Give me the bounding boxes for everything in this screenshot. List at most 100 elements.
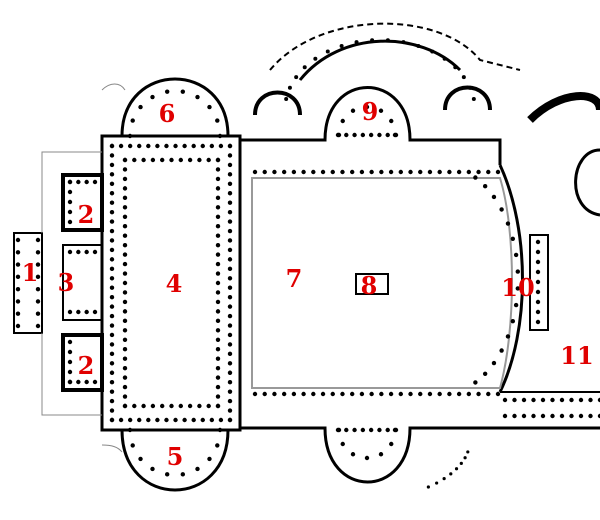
column-dot (227, 370, 233, 375)
column-dot (109, 380, 115, 385)
column-dot (227, 351, 233, 357)
column-dot (122, 384, 128, 390)
column-dot (109, 332, 115, 338)
column-dot (122, 261, 128, 267)
column-dot (67, 309, 73, 315)
column-dot (215, 318, 221, 324)
column-dot (109, 257, 115, 262)
column-dot (535, 289, 541, 295)
column-dot (398, 391, 403, 397)
column-dot (227, 247, 233, 253)
column-dot (350, 452, 356, 457)
column-dot (262, 391, 267, 397)
column-dot (109, 200, 115, 205)
column-dot (227, 380, 233, 385)
column-dot (122, 271, 128, 276)
column-dot (141, 403, 146, 409)
column-dot (130, 443, 135, 448)
column-dot (169, 157, 174, 163)
column-dot (369, 391, 374, 397)
column-dot (476, 391, 481, 397)
exedra-right (443, 85, 492, 111)
column-dot (109, 238, 115, 243)
column-dot (521, 413, 527, 419)
column-dot (215, 299, 221, 305)
column-dot (109, 143, 115, 149)
column-dot (330, 169, 335, 175)
column-dot (344, 132, 349, 138)
column-dot (515, 269, 520, 274)
column-dot (215, 280, 221, 286)
column-dot (311, 391, 316, 397)
column-dot (385, 132, 390, 138)
column-dot (368, 427, 374, 433)
column-dot (335, 132, 341, 138)
column-dot (92, 379, 98, 385)
column-dot (352, 427, 357, 433)
column-dot (122, 290, 128, 295)
column-dot (340, 169, 345, 175)
column-dot (150, 94, 155, 100)
column-dot (160, 157, 165, 163)
column-dot (209, 417, 215, 423)
column-dot (515, 286, 520, 291)
column-dot (569, 413, 574, 419)
column-dot (227, 172, 233, 177)
column-dot (35, 286, 41, 292)
column-dot (408, 391, 413, 397)
column-dot (15, 274, 21, 280)
column-dot (182, 143, 187, 149)
column-dot (418, 391, 423, 397)
column-dot (173, 417, 178, 423)
column-dot (287, 85, 292, 90)
column-dot (187, 403, 193, 409)
outer-boundary (41, 83, 126, 453)
column-dot (15, 237, 21, 243)
column-dot (437, 169, 442, 175)
column-dot (281, 169, 287, 175)
column-dot (227, 238, 233, 243)
column-dot (325, 49, 330, 54)
column-dot (150, 466, 155, 472)
column-dot (76, 179, 81, 185)
column-dot (491, 360, 497, 366)
column-dot (217, 427, 223, 433)
column-dot (597, 413, 600, 419)
column-dot (178, 157, 183, 163)
column-dot (505, 334, 511, 339)
column-dot (370, 38, 375, 43)
column-dot (482, 184, 488, 189)
column-dot (122, 328, 128, 333)
column-dot (92, 249, 98, 255)
column-dot (531, 413, 536, 419)
column-dot (352, 132, 357, 138)
column-dot (215, 252, 221, 257)
column-dot (227, 294, 233, 300)
column-dot (215, 224, 221, 229)
column-dot (215, 167, 221, 172)
column-dot (535, 319, 541, 325)
column-dot (401, 40, 406, 45)
column-dot (164, 143, 169, 149)
column-dot (92, 309, 98, 315)
column-dot (473, 175, 478, 180)
column-dot (15, 286, 21, 292)
column-dot (200, 417, 205, 423)
column-dot (215, 337, 221, 342)
column-dot (227, 266, 233, 272)
column-dot (164, 472, 170, 477)
column-dot (84, 249, 89, 255)
column-dot (468, 85, 473, 90)
column-dot (200, 143, 205, 149)
plan-label-9: 9 (362, 97, 379, 126)
column-dot (535, 279, 541, 285)
column-dot (227, 389, 233, 394)
column-dot (535, 299, 541, 305)
column-dot (76, 309, 81, 315)
column-dot (215, 242, 221, 248)
plan-label-11: 11 (560, 341, 593, 370)
column-dot (463, 456, 467, 460)
column-dot (122, 252, 128, 257)
column-dot (377, 427, 382, 433)
column-dot (340, 441, 345, 447)
